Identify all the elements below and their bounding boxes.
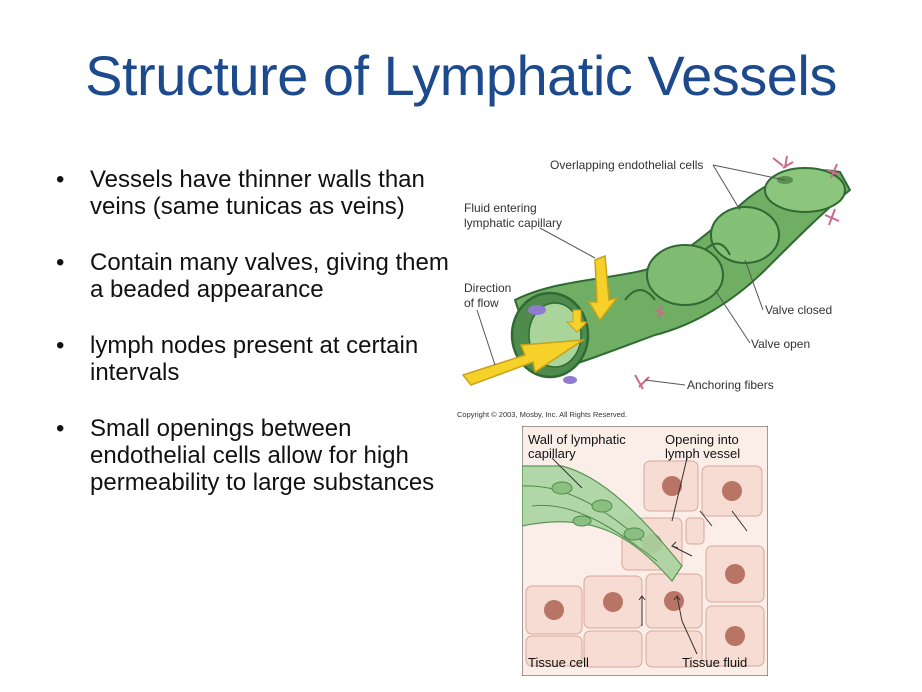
label-overlapping-endothelial-cells: Overlapping endothelial cells bbox=[550, 158, 703, 172]
label-tissue-cell: Tissue cell bbox=[528, 655, 589, 670]
label-fluid-entering: Fluid entering bbox=[464, 201, 537, 215]
label-fluid-entering-2: lymphatic capillary bbox=[464, 216, 562, 230]
bullet-text: Contain many valves, giving them a beade… bbox=[90, 249, 449, 303]
flow-arrows bbox=[461, 254, 619, 386]
capillary-wall bbox=[522, 465, 683, 582]
label-wall-of-lymphatic: Wall of lymphatic bbox=[528, 432, 626, 447]
tissue-capillary-illustration: Wall of lymphatic capillary Opening into… bbox=[522, 426, 768, 676]
bullet-item: • Vessels have thinner walls than veins (… bbox=[52, 166, 452, 220]
vessel-tube bbox=[510, 167, 852, 384]
bullet-glyph: • bbox=[56, 415, 65, 442]
page-title: Structure of Lymphatic Vessels bbox=[85, 44, 837, 107]
label-capillary: capillary bbox=[528, 446, 576, 461]
bullet-item: • lymph nodes present at certain interval… bbox=[52, 332, 452, 386]
bullet-text: Small openings between endothelial cells… bbox=[90, 415, 435, 496]
bullet-glyph: • bbox=[56, 249, 65, 276]
bullet-item: • Contain many valves, giving them a bead… bbox=[52, 249, 452, 303]
bullet-glyph: • bbox=[56, 166, 65, 193]
label-tissue-fluid: Tissue fluid bbox=[682, 655, 747, 670]
copyright-text: Copyright © 2003, Mosby, Inc. All Rights… bbox=[457, 410, 627, 419]
anchoring-fibers bbox=[634, 155, 840, 390]
lymphatic-capillary-illustration: Overlapping endothelial cells Fluid ente… bbox=[457, 155, 852, 419]
label-anchoring-fibers: Anchoring fibers bbox=[687, 378, 774, 392]
bullet-glyph: • bbox=[56, 332, 65, 359]
bullet-text: lymph nodes present at certain intervals bbox=[90, 332, 419, 386]
label-opening-into: Opening into bbox=[665, 432, 739, 447]
bullet-item: • Small openings between endothelial cell… bbox=[52, 415, 452, 496]
bullet-text: Vessels have thinner walls than veins (s… bbox=[90, 166, 425, 220]
label-valve-open: Valve open bbox=[751, 337, 810, 351]
label-of-flow: of flow bbox=[464, 296, 499, 310]
label-direction: Direction bbox=[464, 281, 511, 295]
label-lymph-vessel: lymph vessel bbox=[665, 446, 740, 461]
fluid-arrows bbox=[638, 510, 748, 626]
label-valve-closed: Valve closed bbox=[765, 303, 832, 317]
bullet-list: • Vessels have thinner walls than veins (… bbox=[52, 166, 452, 525]
